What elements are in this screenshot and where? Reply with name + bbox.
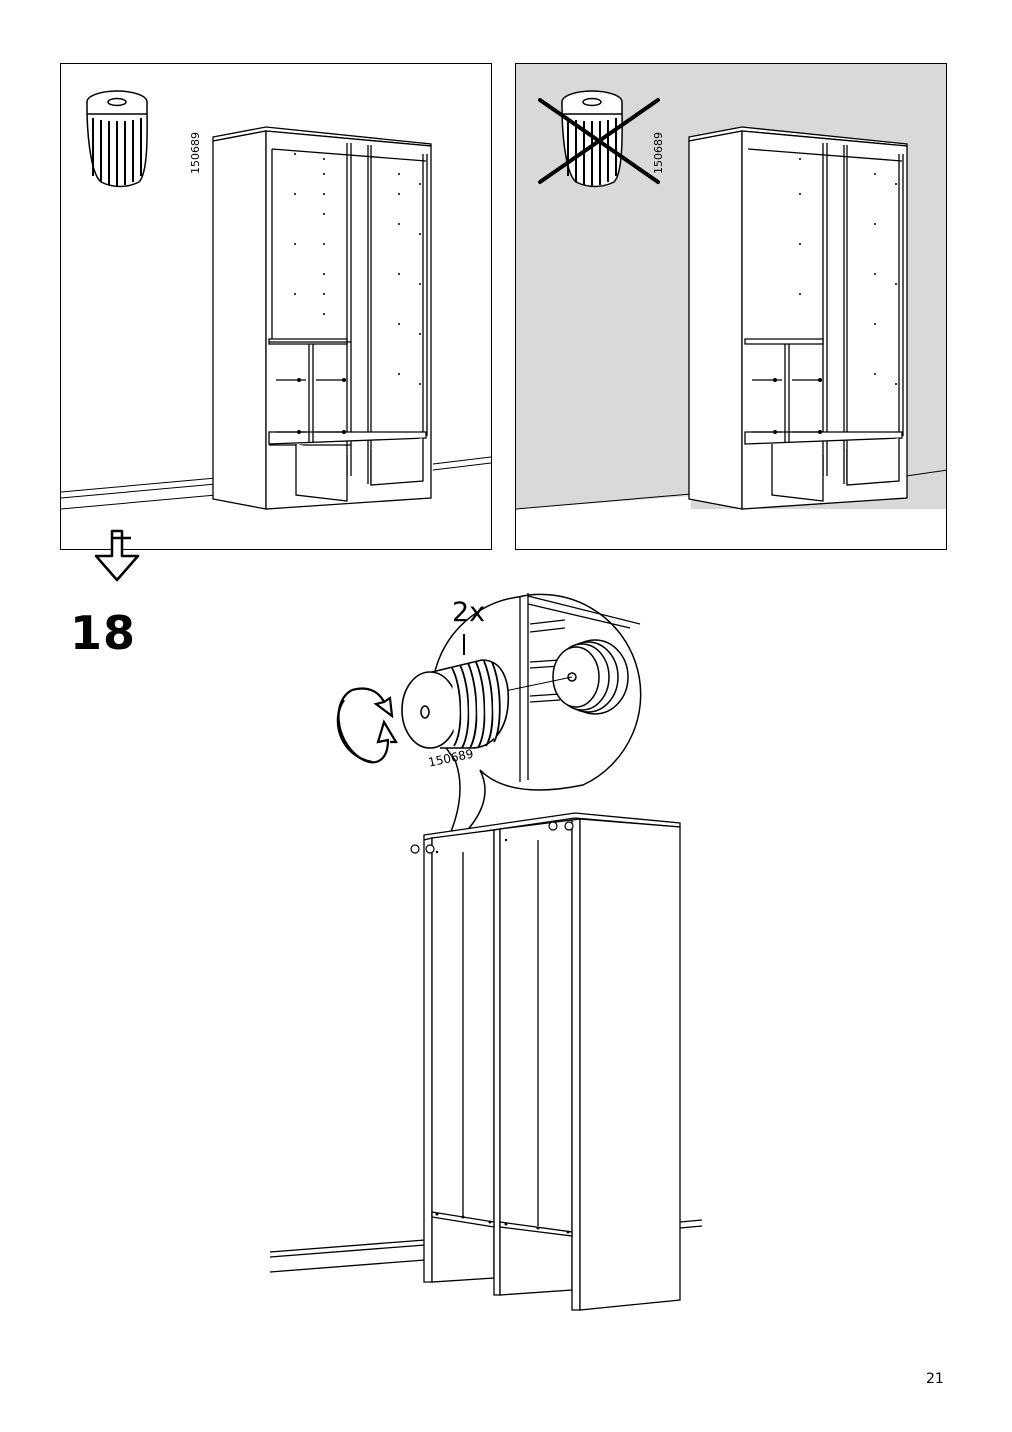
incorrect-panel: 150689 <box>515 63 947 550</box>
quantity-label: 2x <box>452 597 486 628</box>
cross-out-icon <box>538 98 660 184</box>
correct-panel: 150689 <box>60 63 492 550</box>
knob-icon <box>86 90 148 188</box>
step-number: 18 <box>70 606 137 660</box>
down-arrow-icon <box>94 529 140 582</box>
knob-icon <box>401 659 510 749</box>
rotate-arrow-icon <box>336 687 398 764</box>
bookcase-illustration <box>61 90 491 510</box>
page-number: 21 <box>926 1371 944 1387</box>
bookcase-illustration-incorrect <box>516 90 946 549</box>
